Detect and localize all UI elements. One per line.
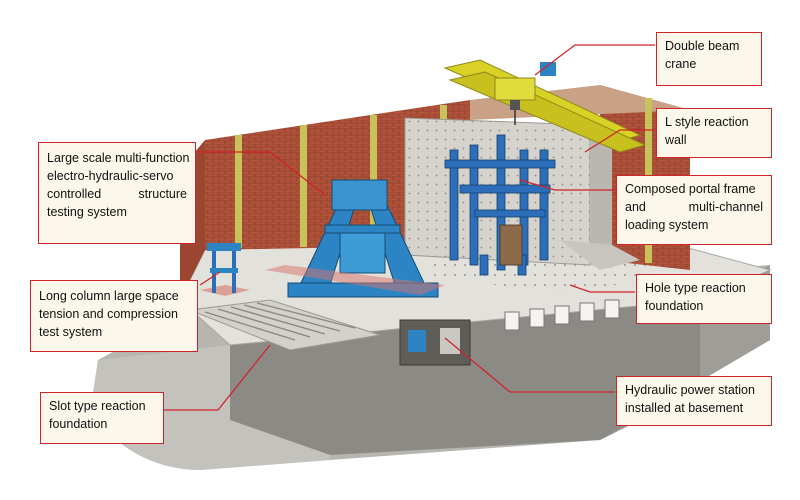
double-beam-crane (443, 59, 647, 153)
callout-long-column-system: Long column large space tension and comp… (30, 280, 198, 352)
long-column-label-line-2: tension and compression (39, 307, 178, 321)
leader-l-wall (584, 129, 655, 153)
l-wall-label-line-2: wall (665, 133, 687, 147)
leader-hydraulic-station (444, 337, 615, 393)
callout-l-style-reaction-wall: L style reaction wall (656, 108, 772, 158)
leader-long-column (199, 271, 221, 286)
testing-label-line-3-a: controlled (47, 187, 102, 201)
crane-label-line-2: crane (665, 57, 697, 71)
callout-slot-reaction-foundation: Slot type reaction foundation (40, 392, 164, 444)
slot-label-line-1: Slot type reaction (49, 399, 146, 413)
hydraulic-label-line-2: installed at basement (625, 401, 744, 415)
leader-lines (140, 44, 655, 411)
portal-label-line-2-b: multi-channel (688, 200, 763, 214)
testing-label-line-2: electro-hydraulic-servo (47, 169, 174, 183)
portal-label-line-2-a: and (625, 200, 646, 214)
leader-portal-frame (519, 179, 615, 191)
brick-back-wall (205, 100, 470, 250)
callout-double-beam-crane: Double beam crane (656, 32, 762, 86)
long-column-machine (200, 243, 250, 296)
callout-portal-frame: Composed portal frame and multi-channel … (616, 175, 772, 245)
hole-label-line-2: foundation (645, 299, 704, 313)
basement-openings (399, 299, 620, 366)
portal-label-line-3: loading system (625, 218, 709, 232)
portal-frame (444, 134, 556, 276)
leader-slot-foundation (140, 344, 271, 411)
testing-label-line-1: Large scale multi-function (47, 151, 190, 165)
testing-label-line-3: controlled structure (47, 185, 187, 203)
leader-hole-foundation (569, 284, 635, 293)
leader-testing-system (195, 151, 326, 196)
hydraulic-label-line-1: Hydraulic power station (625, 383, 755, 397)
portal-label-line-2: and multi-channel (625, 198, 763, 216)
long-column-label-line-1: Long column large space (39, 289, 179, 303)
testing-label-line-4: testing system (47, 205, 127, 219)
long-column-label-line-3: test system (39, 325, 103, 339)
leader-crane (534, 44, 655, 76)
l-wall-label-line-1: L style reaction (665, 115, 749, 129)
multi-function-testing-frame (265, 179, 445, 298)
portal-label-line-1: Composed portal frame (625, 182, 756, 196)
callout-hydraulic-power-station: Hydraulic power station installed at bas… (616, 376, 772, 426)
callout-hole-reaction-foundation: Hole type reaction foundation (636, 274, 772, 324)
callout-testing-system: Large scale multi-function electro-hydra… (38, 142, 196, 244)
slot-label-line-2: foundation (49, 417, 108, 431)
testing-label-line-3-b: structure (138, 187, 187, 201)
crane-label-line-1: Double beam (665, 39, 740, 53)
hole-label-line-1: Hole type reaction (645, 281, 746, 295)
slot-foundation (189, 299, 381, 351)
